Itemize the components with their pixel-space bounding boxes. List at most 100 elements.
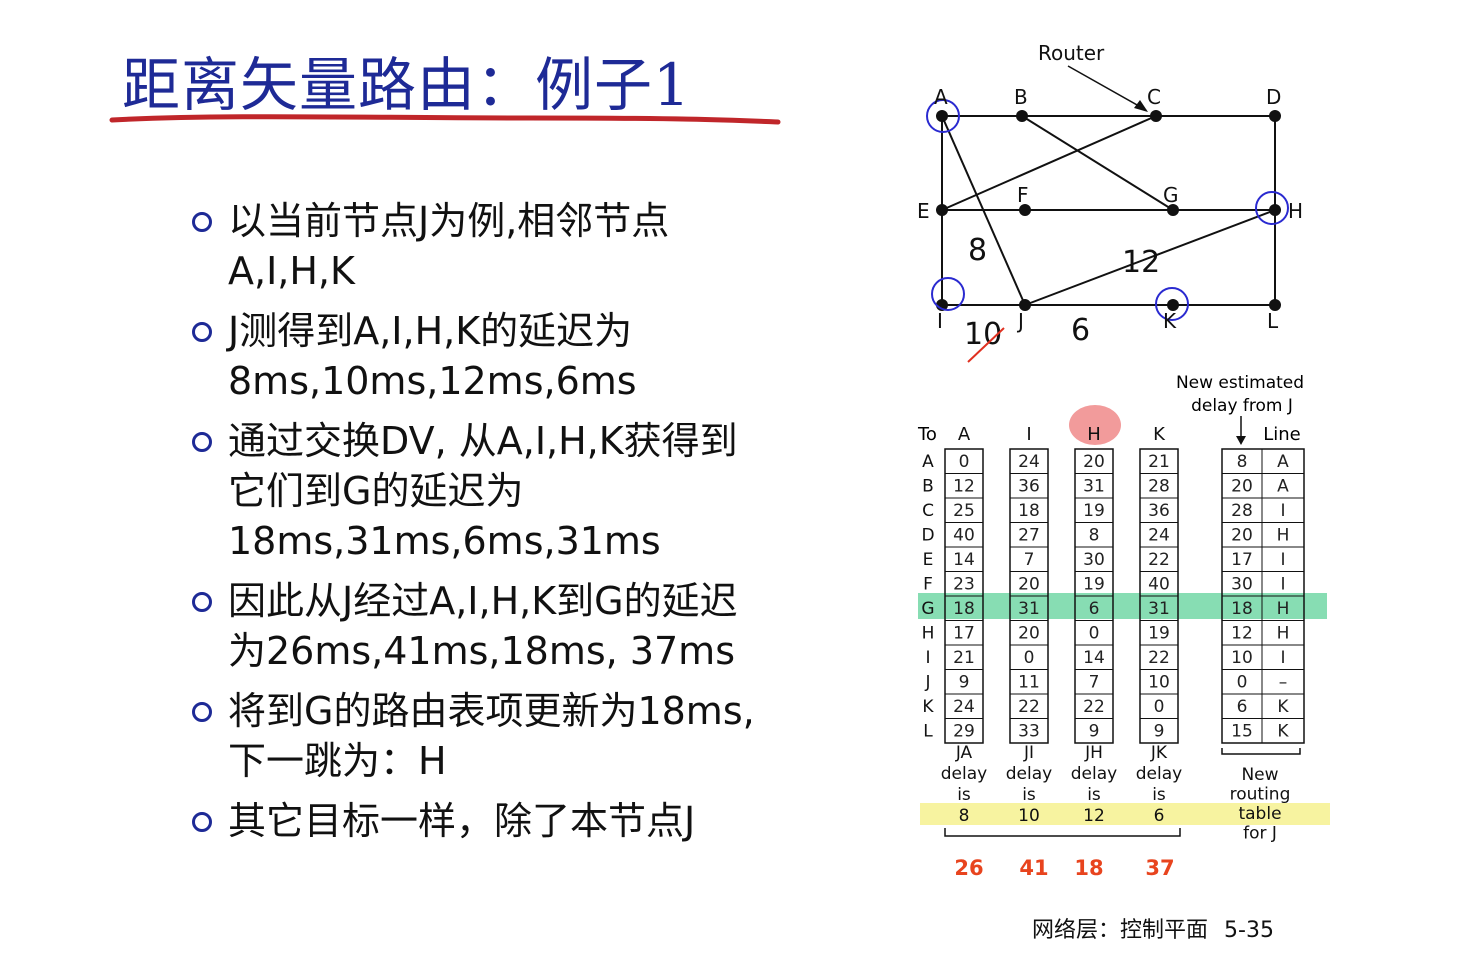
vector-cell: 31 xyxy=(1018,599,1040,619)
vector-cell: 31 xyxy=(1148,599,1170,619)
router-label: Router xyxy=(1038,41,1105,65)
bullet-line: 因此从J经过A,I,H,K到G的延迟 xyxy=(228,579,738,623)
column-footer: delay xyxy=(941,764,987,784)
neighbors-brace xyxy=(944,828,1181,837)
bullet-line: 通过交换DV, 从A,I,H,K获得到 xyxy=(228,419,738,463)
network-topology xyxy=(941,115,1276,306)
delay-row-highlight xyxy=(920,803,1330,825)
slide-title: 距离矢量路由：例子1 xyxy=(122,51,691,119)
vector-cell: 29 xyxy=(953,722,975,742)
vector-cell: 22 xyxy=(1148,648,1170,668)
row-label: E xyxy=(923,550,934,570)
node-k xyxy=(1167,299,1179,311)
vector-cell: 19 xyxy=(1083,501,1105,521)
vector-cell: 7 xyxy=(1024,550,1035,570)
delay-label-ja: 8 xyxy=(968,233,987,268)
node-j xyxy=(1019,299,1031,311)
node-label: G xyxy=(1163,183,1179,207)
new-table-caption: for J xyxy=(1243,824,1277,844)
footer: 网络层：控制平面 5-35 xyxy=(1032,912,1274,944)
section-name: 网络层：控制平面 xyxy=(1032,918,1209,943)
new-line-cell: H xyxy=(1277,526,1290,546)
row-label: A xyxy=(922,452,934,472)
vector-cell: 36 xyxy=(1148,501,1170,521)
node-label: B xyxy=(1014,85,1028,109)
neighbor-highlights xyxy=(926,99,1289,321)
column-footer: JK xyxy=(1150,743,1168,763)
node-label: J xyxy=(1016,309,1024,333)
new-table-caption: New xyxy=(1241,765,1278,785)
neighbor-ring-h xyxy=(1255,191,1289,225)
new-estimate-label-line: delay from J xyxy=(1191,396,1293,416)
new-table-caption: table xyxy=(1238,804,1281,824)
vector-cell: 0 xyxy=(1089,624,1100,644)
h-column-highlight xyxy=(1069,405,1121,445)
bullet-circle-icon xyxy=(192,212,212,232)
new-table-caption: routing xyxy=(1230,785,1291,805)
bullet-line: 它们到G的延迟为 xyxy=(228,469,524,513)
bullet-circle-icon xyxy=(192,322,212,342)
new-delay-cell: 18 xyxy=(1231,599,1253,619)
bullet-item: 通过交换DV, 从A,I,H,K获得到 它们到G的延迟为 18ms,31ms,6… xyxy=(188,416,838,566)
new-line-cell: I xyxy=(1280,648,1285,668)
new-line-cell: A xyxy=(1277,452,1289,472)
bullet-line: 将到G的路由表项更新为18ms, xyxy=(228,689,755,733)
vector-cell: 14 xyxy=(1083,648,1105,668)
node-l xyxy=(1269,299,1281,311)
vector-cell: 40 xyxy=(1148,575,1170,595)
vector-cell: 0 xyxy=(1154,697,1165,717)
new-line-cell: K xyxy=(1277,697,1289,717)
column-header: I xyxy=(1026,424,1031,445)
column-header: A xyxy=(958,424,971,445)
bullet-circle-icon xyxy=(192,702,212,722)
column-footer: delay xyxy=(1071,764,1117,784)
neighbor-ring-i xyxy=(931,277,965,311)
vector-cell: 28 xyxy=(1148,477,1170,497)
vector-cell: 27 xyxy=(1018,526,1040,546)
vector-cell: 20 xyxy=(1083,452,1105,472)
bullet-line: J测得到A,I,H,K的延迟为 xyxy=(228,309,633,353)
bullet-item: 以当前节点J为例,相邻节点 A,I,H,K xyxy=(188,196,838,296)
column-footer: 8 xyxy=(959,806,970,826)
node-label: E xyxy=(917,199,930,223)
row-label: J xyxy=(924,673,930,693)
new-line-cell: A xyxy=(1277,477,1289,497)
node-g xyxy=(1167,204,1179,216)
new-delay-cell: 12 xyxy=(1231,624,1253,644)
vector-cell: 14 xyxy=(953,550,975,570)
node-label: D xyxy=(1266,85,1281,109)
vector-cell: 40 xyxy=(953,526,975,546)
column-footer: JI xyxy=(1023,743,1034,763)
vector-cell: 9 xyxy=(959,673,970,693)
page-number: 5-35 xyxy=(1224,918,1274,943)
delay-sum: 37 xyxy=(1145,856,1174,880)
vector-cell: 19 xyxy=(1083,575,1105,595)
node-h xyxy=(1269,204,1281,216)
node-label: A xyxy=(934,85,948,109)
vector-cell: 30 xyxy=(1083,550,1105,570)
vector-cell: 6 xyxy=(1089,599,1100,619)
row-label: L xyxy=(923,722,933,742)
bullet-item: J测得到A,I,H,K的延迟为 8ms,10ms,12ms,6ms xyxy=(188,306,838,406)
column-footer: 12 xyxy=(1083,806,1105,826)
row-label: F xyxy=(923,575,933,595)
column-footer: JA xyxy=(955,743,973,763)
new-delay-cell: 10 xyxy=(1231,648,1253,668)
new-delay-cell: 30 xyxy=(1231,575,1253,595)
new-line-cell: – xyxy=(1279,673,1288,693)
new-delay-cell: 15 xyxy=(1231,722,1253,742)
vector-cell: 22 xyxy=(1148,550,1170,570)
vector-cell: 0 xyxy=(959,452,970,472)
row-label: G xyxy=(921,599,934,619)
column-footer: 10 xyxy=(1018,806,1040,826)
node-label: I xyxy=(937,309,943,333)
down-arrow-icon xyxy=(1236,436,1246,445)
row-label: H xyxy=(922,624,935,644)
vector-cell: 9 xyxy=(1089,722,1100,742)
vector-cell: 33 xyxy=(1018,722,1040,742)
new-delay-cell: 8 xyxy=(1237,452,1248,472)
column-footer: 6 xyxy=(1154,806,1165,826)
vector-cell: 17 xyxy=(953,624,975,644)
bullet-line: 为26ms,41ms,18ms, 37ms xyxy=(228,629,735,673)
